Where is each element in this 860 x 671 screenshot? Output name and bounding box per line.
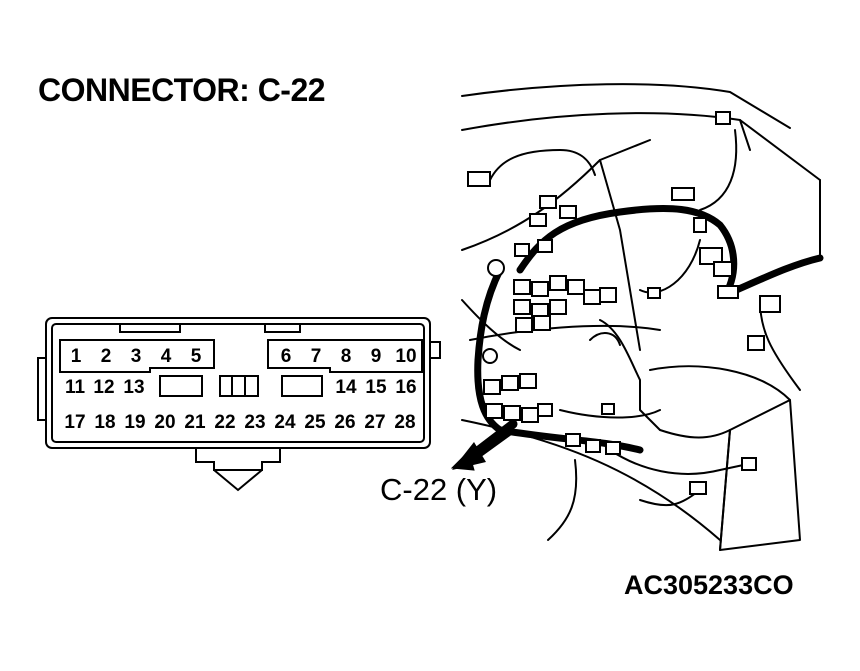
figure-id: AC305233CO (624, 570, 794, 600)
pin-label-19: 19 (124, 412, 145, 433)
pin-label-17: 17 (64, 412, 85, 433)
pin-label-26: 26 (334, 412, 355, 433)
pin-label-3: 3 (131, 346, 142, 367)
pin-label-9: 9 (371, 346, 382, 367)
pin-label-24: 24 (274, 412, 296, 433)
pin-label-23: 23 (244, 412, 265, 433)
pin-label-4: 4 (161, 346, 172, 367)
pin-label-20: 20 (154, 412, 175, 433)
pin-label-28: 28 (394, 412, 415, 433)
pin-label-15: 15 (365, 377, 387, 398)
pin-label-11: 11 (65, 377, 86, 398)
pin-label-1: 1 (71, 346, 82, 367)
pin-label-6: 6 (281, 346, 292, 367)
pin-label-14: 14 (335, 377, 357, 398)
pin-label-18: 18 (94, 412, 115, 433)
connector-callout-label: C-22 (Y) (380, 472, 498, 507)
pin-label-12: 12 (93, 377, 114, 398)
pin-label-16: 16 (395, 377, 416, 398)
pin-label-21: 21 (184, 412, 206, 433)
page-title: CONNECTOR: C-22 (38, 72, 326, 108)
pin-label-5: 5 (191, 346, 202, 367)
pin-label-2: 2 (101, 346, 112, 367)
pin-label-27: 27 (364, 412, 385, 433)
pin-label-13: 13 (123, 377, 144, 398)
pin-label-25: 25 (304, 412, 326, 433)
pin-label-8: 8 (341, 346, 352, 367)
pin-label-10: 10 (395, 346, 416, 367)
pin-label-7: 7 (311, 346, 322, 367)
pin-label-22: 22 (214, 412, 235, 433)
